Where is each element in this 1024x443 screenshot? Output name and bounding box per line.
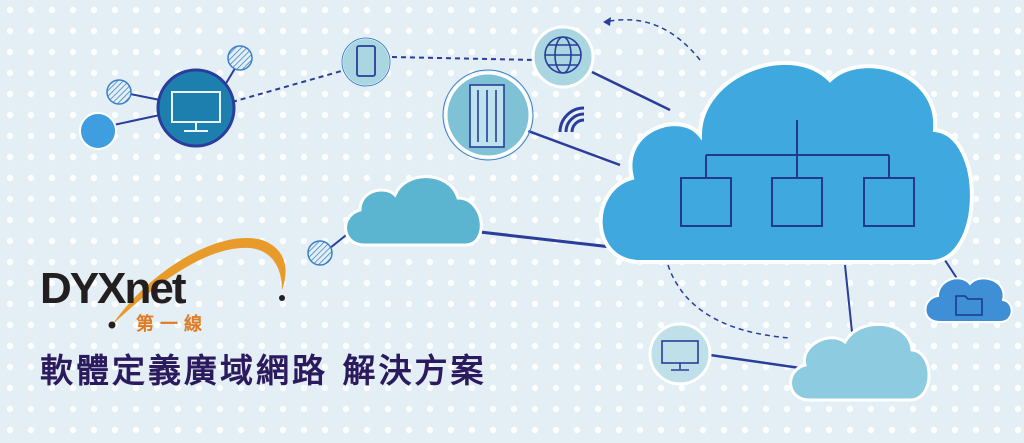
cloud-folder xyxy=(924,277,1013,323)
node-circle-hatched xyxy=(227,45,253,71)
mobile-icon xyxy=(356,45,376,77)
folder-icon xyxy=(955,295,983,316)
mobile-node xyxy=(341,37,391,87)
globe-node xyxy=(531,25,595,89)
dyxnet-logo: DYXnet 第一線 xyxy=(40,248,300,338)
cloud-bottom xyxy=(789,322,931,402)
cloud-main xyxy=(598,61,974,264)
logo-dot xyxy=(279,295,285,301)
logo-dot xyxy=(108,321,116,329)
cloud-left xyxy=(344,175,483,247)
monitor-icon xyxy=(171,91,221,132)
logo-swoosh xyxy=(112,237,286,325)
arrow-head xyxy=(603,17,611,26)
monitor-node xyxy=(156,68,236,148)
banner-title: 軟體定義廣域網路 解決方案 xyxy=(40,351,487,390)
node-circle-hatched xyxy=(307,240,333,266)
globe-icon xyxy=(544,36,582,74)
logo-subtitle: 第一線 xyxy=(136,314,208,335)
building-icon xyxy=(469,84,505,148)
node-circle xyxy=(79,112,117,150)
org-chart-icon xyxy=(680,120,915,227)
monitor-node-bottom xyxy=(648,322,712,386)
node-circle-hatched xyxy=(106,79,132,105)
server-node xyxy=(442,69,534,161)
wifi-icon xyxy=(558,106,585,133)
logo-wordmark: DYXnet xyxy=(40,264,186,313)
monitor-icon xyxy=(661,340,699,371)
